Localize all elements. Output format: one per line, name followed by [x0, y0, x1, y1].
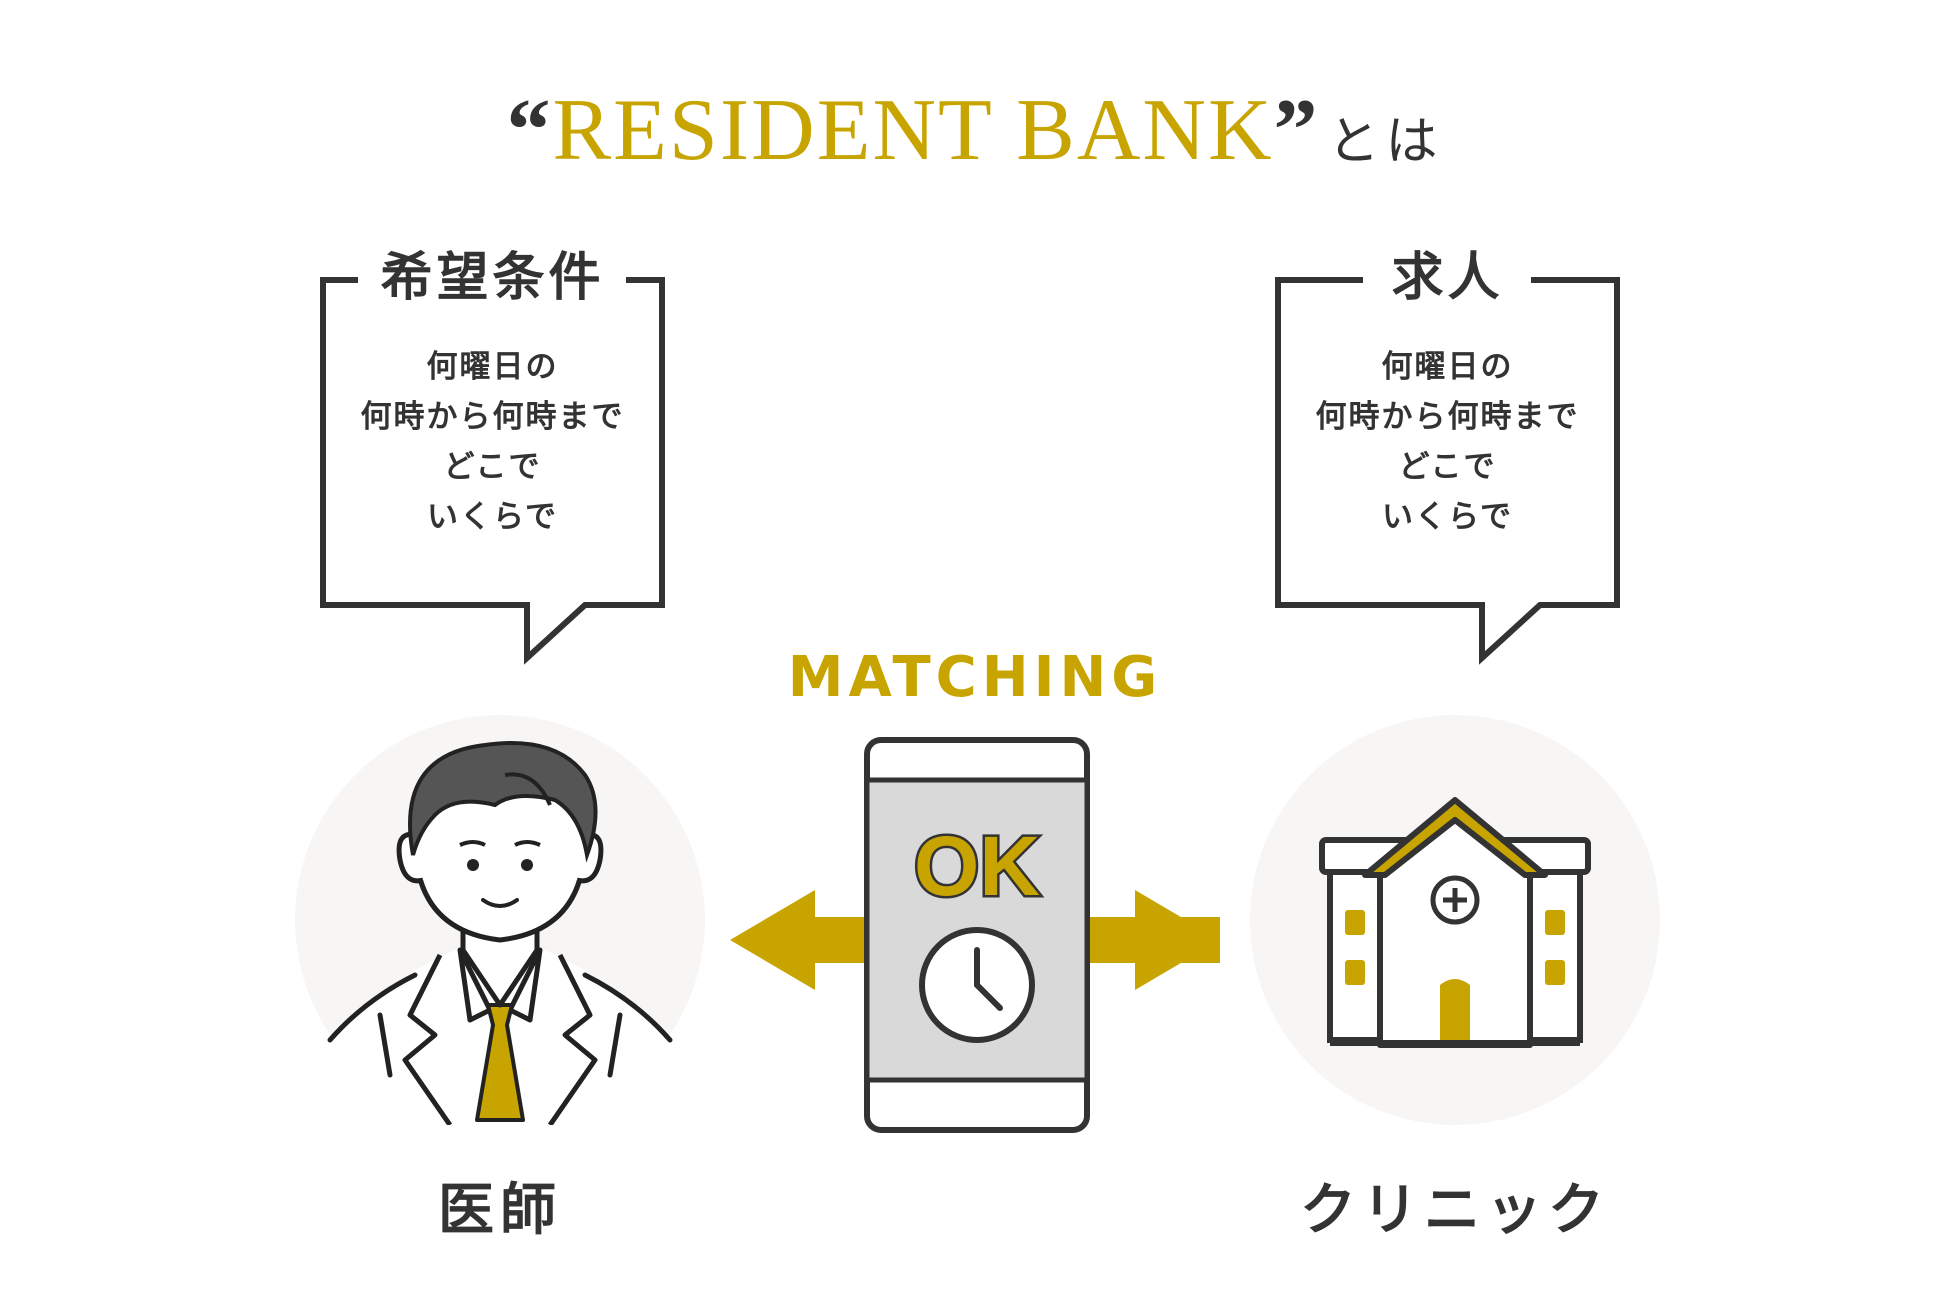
- right-bubble-line: いくらで: [1381, 499, 1514, 535]
- left-bubble-line: いくらで: [426, 499, 559, 535]
- right-bubble-heading: 求人: [1391, 248, 1504, 308]
- right-bubble-lines: 何曜日の 何時から何時まで どこで いくらで: [1275, 342, 1620, 542]
- right-bubble-outline: [1275, 277, 1620, 665]
- right-bubble-line: どこで: [1398, 449, 1497, 485]
- left-bubble-line: 何曜日の: [426, 349, 559, 385]
- doctor-label: 医師: [438, 1178, 562, 1243]
- smartphone-icon: OK: [864, 737, 1090, 1133]
- phone-ok-text: OK: [914, 819, 1040, 913]
- right-bubble-line: 何曜日の: [1381, 349, 1514, 385]
- right-speech-bubble: 求人 何曜日の 何時から何時まで どこで いくらで: [1275, 250, 1620, 670]
- diagram-title: “RESIDENT BANK”とは: [0, 80, 1950, 181]
- clinic-label: クリニック: [1300, 1178, 1610, 1243]
- title-suffix: とは: [1327, 112, 1444, 172]
- title-close-quote: ”: [1273, 82, 1320, 179]
- left-bubble-lines: 何曜日の 何時から何時まで どこで いくらで: [320, 342, 665, 542]
- title-open-quote: “: [506, 82, 553, 179]
- left-bubble-line: 何時から何時まで: [360, 399, 625, 435]
- left-bubble-line: どこで: [443, 449, 542, 485]
- left-speech-bubble: 希望条件 何曜日の 何時から何時まで どこで いくらで: [320, 250, 665, 670]
- right-bubble-line: 何時から何時まで: [1315, 399, 1580, 435]
- matching-label: MATCHING: [787, 645, 1163, 710]
- doctor-illustration-icon: [315, 741, 685, 1125]
- left-bubble-heading: 希望条件: [380, 248, 605, 308]
- left-bubble-outline: [320, 277, 665, 665]
- clinic-building-icon: [1319, 797, 1591, 1048]
- title-brand: RESIDENT BANK: [552, 82, 1274, 179]
